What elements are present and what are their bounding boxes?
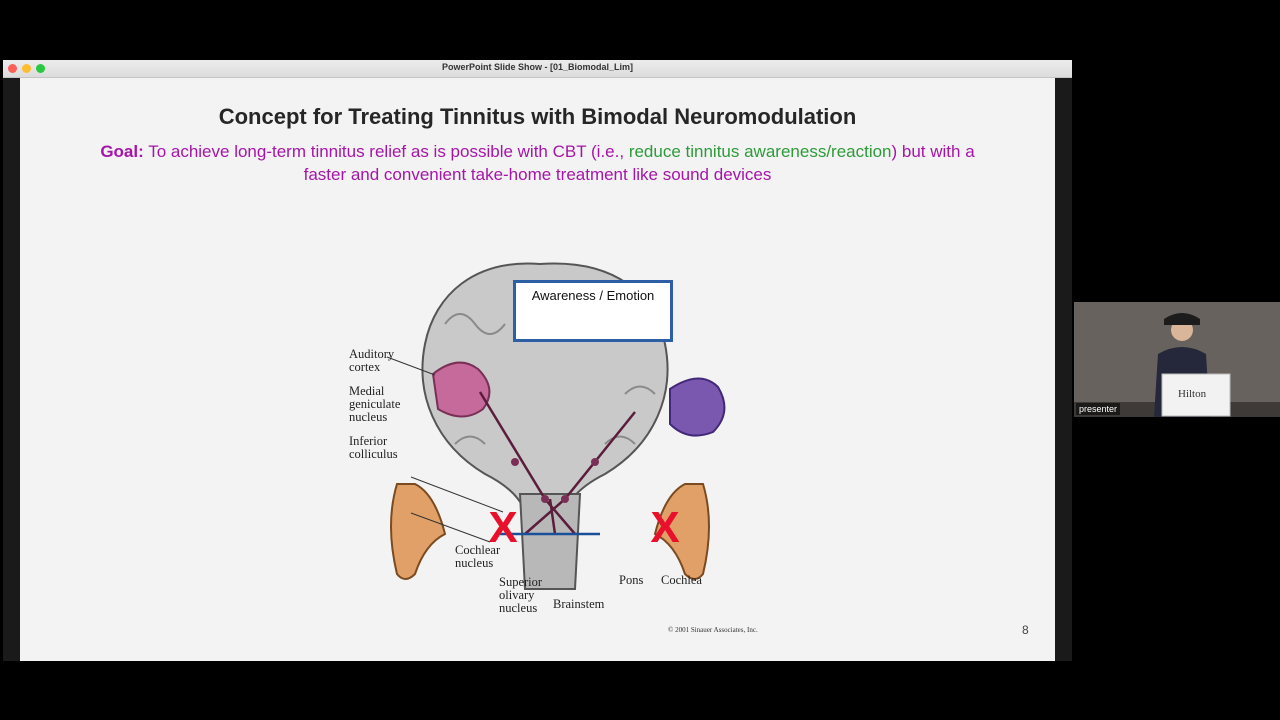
goal-text-part-2: ) but with a faster and convenient take-… [303,142,975,184]
auditory-cortex-label: Auditory cortex [349,347,395,374]
close-window-button[interactable] [8,64,17,73]
slide-title: Concept for Treating Tinnitus with Bimod… [218,104,857,129]
right-auditory-cortex-shape [669,377,726,437]
superior-olivary-label: Superior olivary nucleus [499,575,543,615]
goal-label: Goal: [100,142,144,161]
podium-logo-text: Hilton [1178,388,1207,400]
right-cochlea-x-marker: X [650,503,679,552]
label-leader-lines-shape [386,356,504,543]
inferior-colliculus-node [561,495,569,503]
goal-green-text: reduce tinnitus awareness/reaction [628,142,892,161]
medial-geniculate-node [511,458,519,466]
right-ear-shape [653,483,710,580]
minimize-window-button[interactable] [22,64,31,73]
presenter-video[interactable]: Hilton presenter [1074,302,1280,417]
slide[interactable]: Concept for Treating Tinnitus with Bimod… [20,78,1055,661]
window-title: PowerPoint Slide Show - [01_Biomodal_Lim… [441,62,634,72]
left-ear-shape [390,483,447,580]
brainstem-shape [518,493,582,590]
podium-shape [1161,373,1231,417]
presenter-scene [1074,302,1280,417]
pons-label: Pons [619,573,644,587]
medial-geniculate-node [591,458,599,466]
goal-text-part-1: To achieve long-term tinnitus relief as … [143,142,629,161]
medial-geniculate-label: Medial geniculate nucleus [349,384,401,424]
inferior-colliculus-label: Inferior colliculus [349,434,398,461]
cochlea-label: Cochlea [661,573,702,587]
slide-page-number: 8 [1022,623,1029,637]
left-cochlea-x-marker: X [488,503,517,552]
awareness-emotion-box: Awareness / Emotion [513,280,673,342]
left-auditory-cortex-shape [431,361,491,418]
inferior-colliculus-node [541,495,549,503]
brainstem-label: Brainstem [553,597,605,611]
title-bar: PowerPoint Slide Show - [01_Biomodal_Lim… [3,60,1072,78]
presenter-label: presenter [1076,403,1121,415]
auditory-pathway-figure: X X Awareness / Emotion Auditory cortex … [325,244,775,624]
figure-copyright: © 2001 Sinauer Associates, Inc. [668,626,758,634]
maximize-window-button[interactable] [36,64,45,73]
cochlear-nucleus-label: Cochlear nucleus [455,543,501,570]
slideshow-window: PowerPoint Slide Show - [01_Biomodal_Lim… [3,60,1072,661]
awareness-emotion-label: Awareness / Emotion [531,288,655,303]
goal-statement: Goal: To achieve long-term tinnitus reli… [100,140,975,186]
presenter-hair [1164,313,1200,325]
